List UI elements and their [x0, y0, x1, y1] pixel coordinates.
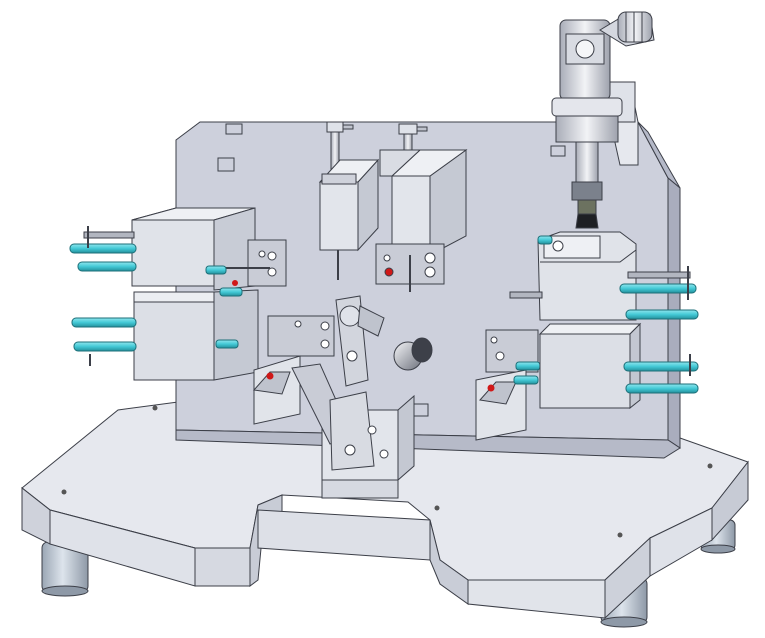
locating-pin-tower-center	[375, 123, 468, 292]
right-locator-block	[475, 329, 541, 441]
left-clamp-unit	[69, 207, 287, 381]
left-locator-block	[253, 315, 335, 425]
cyan-guide-pins-right	[537, 235, 699, 394]
right-clamp-unit	[509, 231, 699, 410]
center-toggle-clamp	[291, 295, 415, 499]
cyan-guide-pins-left	[69, 226, 243, 366]
locating-pin-tower-left	[318, 121, 380, 280]
top-clamp-cylinder	[551, 11, 655, 229]
plate-slot	[225, 123, 243, 135]
plate-slot	[550, 145, 566, 157]
locating-ball-pin	[393, 337, 433, 371]
plate-slot	[217, 157, 235, 172]
top-locating-pins	[318, 121, 468, 292]
